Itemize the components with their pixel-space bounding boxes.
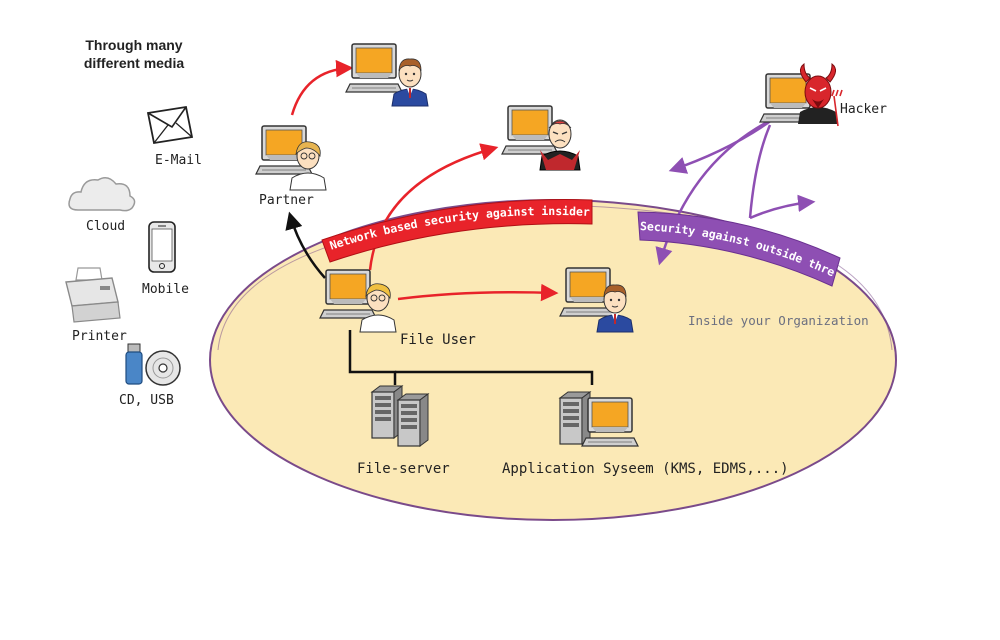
- insider-villain-icon: [539, 119, 581, 171]
- application-server-icon: [559, 391, 591, 445]
- printer-icon: [65, 267, 121, 323]
- arrow-fileuser-to-insider-2: [397, 283, 559, 302]
- media-title-line1: Through many: [85, 37, 182, 53]
- application-system-label: Application Syseem (KMS, EDMS,...): [502, 461, 789, 477]
- partner-person-icon: [289, 141, 327, 191]
- recipient-person-icon: [391, 57, 429, 107]
- media-title-line2: different media: [84, 55, 185, 71]
- arrow-partner-to-recipient: [290, 59, 354, 116]
- arrow-hacker-attack-4: [668, 118, 773, 174]
- network-line-to-application: [395, 370, 594, 385]
- organization-label: Inside your Organization: [688, 313, 869, 328]
- fileuser-label: File User: [400, 332, 476, 348]
- outside-banner: [637, 211, 841, 287]
- arrow-fileuser-to-partner: [285, 211, 326, 279]
- cloud-icon: [68, 177, 136, 212]
- network-line-to-server: [348, 330, 397, 385]
- recipient-computer-icon: [345, 43, 403, 93]
- cd-usb-label: CD, USB: [119, 393, 174, 408]
- fileserver-label: File-server: [357, 461, 450, 477]
- hacker-label: Hacker: [840, 102, 887, 117]
- mobile-label: Mobile: [142, 282, 189, 297]
- printer-label: Printer: [72, 329, 127, 344]
- fileserver-icon-2: [397, 393, 429, 447]
- usb-icon: [125, 343, 143, 385]
- arrow-hacker-attack-2: [748, 124, 772, 219]
- hacker-devil-icon: [798, 62, 843, 127]
- mobile-icon: [148, 221, 176, 273]
- cd-icon: [145, 350, 181, 386]
- arrow-hacker-attack-3: [749, 194, 816, 220]
- cloud-label: Cloud: [86, 219, 125, 234]
- fileuser-person-icon: [359, 283, 397, 333]
- email-label: E-Mail: [155, 153, 202, 168]
- insider-banner: [321, 199, 593, 263]
- email-icon: [146, 105, 194, 145]
- partner-label: Partner: [259, 193, 314, 208]
- application-computer-icon: [581, 397, 639, 447]
